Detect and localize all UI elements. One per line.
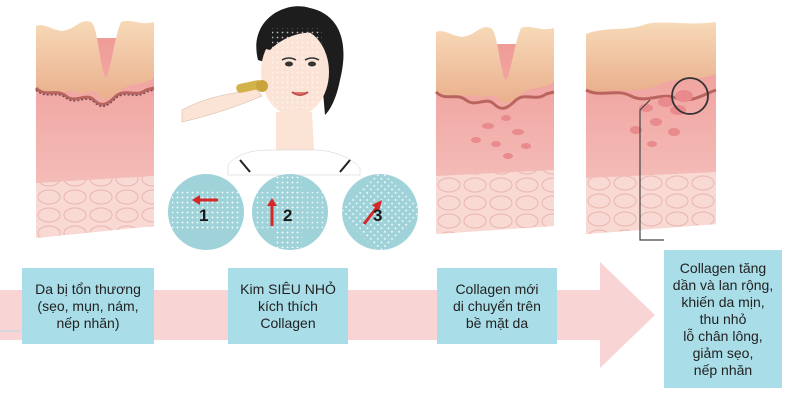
roller-circle-icon (168, 174, 244, 250)
step-number-2: 2 (283, 206, 293, 225)
skin-layer-icon (434, 26, 555, 234)
step-number-1: 1 (199, 206, 209, 225)
skin-layer-icon (585, 22, 717, 234)
skin-layer-icon (34, 20, 155, 238)
step-box-result: Collagen tăng dần và lan rộng, khiến da … (664, 250, 782, 388)
roller-circle-icon (252, 174, 328, 250)
step-box-micro-needle: Kim SIÊU NHỎ kích thích Collagen (228, 268, 348, 344)
step-box-new-collagen: Collagen mới di chuyển trên bề mặt da (437, 268, 557, 344)
connector-line (639, 99, 664, 241)
face-roller-icon (181, 6, 361, 176)
step-number-3: 3 (373, 206, 383, 225)
roller-circle-icon (337, 169, 423, 255)
step-box-damaged-skin: Da bị tổn thương (sẹo, mụn, nám, nếp nhă… (22, 268, 154, 344)
